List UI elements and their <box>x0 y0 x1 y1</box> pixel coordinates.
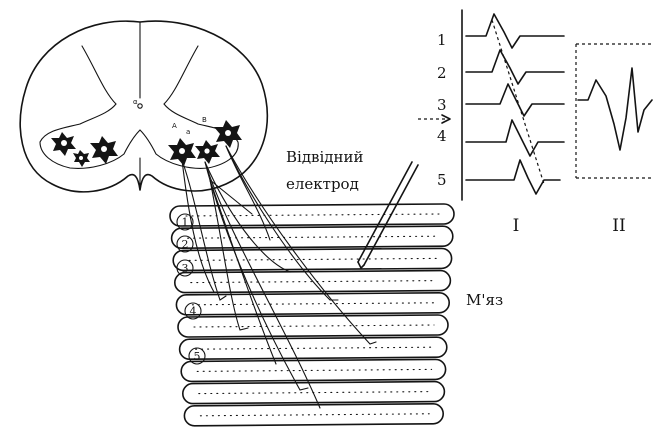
motor-unit-label-5: 5 <box>194 350 201 363</box>
motor-unit-label-3: 3 <box>182 262 189 275</box>
muscle-label: М'яз <box>466 291 503 309</box>
cord-label-b: B <box>202 116 207 124</box>
muscle-fibres <box>170 204 454 426</box>
muscle-fibre <box>173 248 451 270</box>
interference-trace <box>578 68 652 150</box>
trace-number-1: 1 <box>437 31 447 49</box>
motor-unit-label-2: 2 <box>182 238 189 251</box>
axon-3a <box>226 146 338 300</box>
muscle-fibre <box>178 315 448 337</box>
trace-3 <box>466 84 564 116</box>
trace-5 <box>466 160 560 194</box>
motor-unit-numbers: 1 2 3 4 5 <box>177 214 205 364</box>
axon-4a <box>210 180 248 330</box>
muscle-fibre <box>172 226 453 248</box>
axon-2c <box>205 162 290 272</box>
trace-number-4: 4 <box>437 127 447 145</box>
traces-panel-i: 1 2 3 4 5 I <box>418 10 564 236</box>
muscle-fibre-striation <box>188 236 439 238</box>
muscle-fibre-striation <box>192 303 435 305</box>
muscle-fibre-striation <box>197 369 431 371</box>
muscle-fibre-striation <box>194 325 434 327</box>
latency-guide <box>492 20 544 184</box>
trace-number-2: 2 <box>437 64 447 82</box>
muscle-fibre-striation <box>186 214 440 216</box>
muscle <box>170 204 454 426</box>
electrode-label-line2: електрод <box>286 175 359 193</box>
muscle-fibre-striation <box>196 347 433 349</box>
trace-number-3: 3 <box>437 96 447 114</box>
cord-label-alpha: α <box>133 98 138 106</box>
cord-small-labels: α A a B <box>133 98 207 136</box>
motor-unit-label-4: 4 <box>190 305 197 318</box>
muscle-fibre <box>181 359 445 381</box>
traces-panel-ii: II <box>576 44 652 236</box>
panel-i-label: I <box>513 216 520 236</box>
motor-unit-label-1: 1 <box>182 216 189 229</box>
spinal-cord-outline <box>20 21 267 192</box>
cord-label-a-lower: a <box>186 128 190 136</box>
electrode-label-line1: Відвідний <box>286 148 364 166</box>
trace-2 <box>466 50 564 84</box>
spinal-cord-section: α A a B <box>20 21 267 192</box>
muscle-fibre <box>180 337 447 359</box>
muscle-fibre-striation <box>199 392 431 394</box>
cord-label-a-upper: A <box>172 122 177 130</box>
trace-1 <box>466 14 564 48</box>
muscle-fibre-striation <box>189 258 437 260</box>
muscle-fibre-striation <box>200 414 429 416</box>
trace-4 <box>466 120 564 156</box>
trace-number-5: 5 <box>437 171 447 189</box>
axon-2a <box>205 162 308 390</box>
central-canal <box>138 104 142 108</box>
muscle-fibre <box>184 404 443 426</box>
panel-ii-label: II <box>612 216 625 236</box>
